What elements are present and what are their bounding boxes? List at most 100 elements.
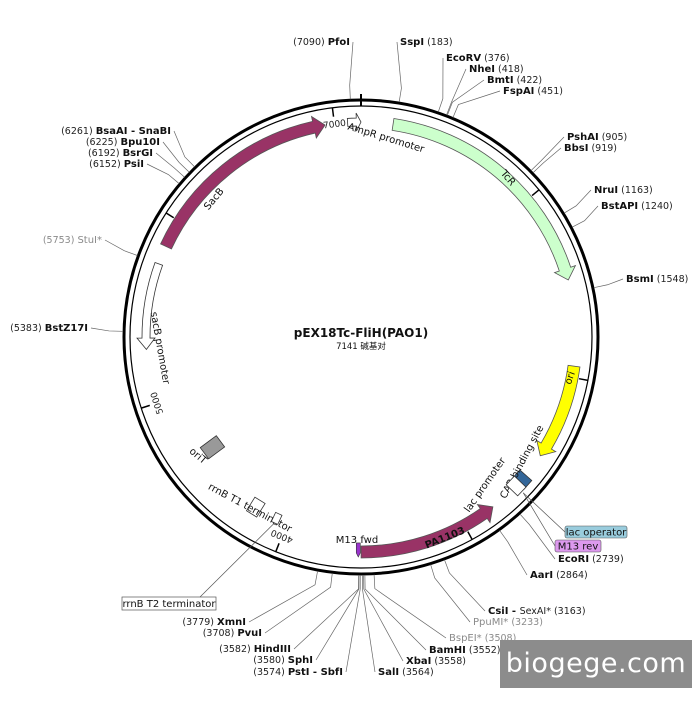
tick-5000 [140,404,151,409]
site-bamhi-label: BamHI (3552) [429,645,501,656]
site-ecori-leader [519,513,556,560]
orit-box [199,435,226,460]
tick-label-7000: 7000 [323,119,347,132]
site-bsrgi-label: (6192) BsrGI [88,148,153,159]
site-hindiii-label: (3582) HindIII [219,644,291,655]
lac-operator-feature: lac operator [523,492,628,539]
site-bpu10i: (6225) Bpu10I [86,137,190,173]
m13-rev-feature: M13 rev [522,492,602,553]
site-sali-label: SalI (3564) [378,667,434,678]
site-bsmi-label: BsmI (1548) [626,274,688,285]
m13-fwd-label: M13 fwd [336,535,378,546]
site-bmti: BmtI (422) [447,75,542,116]
site-sphi-label: (3580) SphI [253,655,313,666]
site-sali-leader [362,574,376,673]
site-pfoi-label: (7090) PfoI [293,37,350,48]
site-bsrgi-leader [155,152,185,178]
site-bspei: BspEI* (3508) [373,574,516,644]
tcr-arrow [391,118,577,281]
site-stui-label: (5753) StuI* [43,235,102,246]
sacb-arrow [160,115,326,250]
site-bstz17i-label: (5383) BstZ17I [10,323,88,334]
site-ppumi-label: PpuMI* (3233) [473,617,543,628]
site-aari-label: AarI (2864) [530,570,588,581]
site-bstapi: BstAPI (1240) [571,201,673,228]
m13-rev-leader [522,492,556,547]
site-csii-label: CsiI - SexAI* (3163) [488,606,586,617]
site-bsaai: (6261) BsaAI - SnaBI [61,126,195,168]
sacb-promoter-label: sacB promoter [148,311,172,386]
site-bbsi-label: BbsI (919) [564,143,617,154]
rrnb-t2-feature: rrnB T2 terminator [121,511,283,611]
site-pfoi-leader [349,41,354,100]
plasmid-size: 7141 碱基对 [336,341,386,352]
site-csii: CsiI - SexAI* (3163) [444,559,586,617]
site-bpu10i-leader [162,141,190,173]
site-stui-leader [104,239,138,256]
site-pshai-leader [530,136,565,171]
tick-7000 [331,107,335,117]
site-bbsi: BbsI (919) [532,143,617,173]
site-sspi-leader [396,41,402,103]
tick-6000 [165,212,175,219]
site-ecori-label: EcoRI (2739) [558,554,624,565]
m13-fwd-primer [355,542,361,558]
rrnb-t2-label: rrnB T2 terminator [122,599,216,610]
site-psti-leader [345,574,361,673]
site-psii-leader [146,163,180,184]
m13-fwd-feature: M13 fwd [336,535,378,558]
ori-feature: ori [536,364,581,457]
site-bstapi-label: BstAPI (1240) [601,201,673,212]
site-sspi-label: SspI (183) [400,37,453,48]
site-psti: (3574) PstI - SbfI [253,574,361,678]
site-sphi-leader [315,574,360,661]
site-pvui-leader [264,573,333,634]
site-pvui: (3708) PvuI [203,573,333,639]
site-nhei: NheI (418) [446,64,524,116]
rrnb-t1-box [245,496,266,518]
site-bmti-leader [447,79,485,116]
site-nrui-leader [564,189,592,214]
site-layer: (7090) PfoI SspI (183) EcoRV (376)NheI (41… [10,37,688,678]
ori-arrow [536,364,581,457]
site-fspai-label: FspAI (451) [503,86,563,97]
site-ecorv: EcoRV (376) [437,53,510,113]
lac-operator-leader [523,492,566,533]
site-bamhi-leader [364,574,427,651]
site-nhei-leader [446,68,467,116]
lac-operator-label: lac operator [566,528,627,539]
site-bsmi-leader [593,278,624,289]
site-psii-label: (6152) PsiI [89,159,144,170]
m13-rev-label: M13 rev [558,542,599,553]
site-psii: (6152) PsiI [89,159,180,184]
plasmid-name: pEX18Tc-FliH(PAO1) [294,326,428,340]
site-nhei-label: NheI (418) [469,64,524,75]
pa1103-arrow [360,503,494,559]
tick-label-5000: 5000 [150,390,167,415]
site-xbai: XbaI (3558) [363,574,466,667]
site-pshai-label: PshAI (905) [567,132,627,143]
site-hindiii: (3582) HindIII [219,574,359,655]
site-bspei-leader [373,574,447,639]
site-bpu10i-label: (6225) Bpu10I [86,137,160,148]
site-stui: (5753) StuI* [43,235,138,256]
site-sspi: SspI (183) [396,37,453,103]
site-bbsi-leader [532,147,562,173]
site-bsaai-leader [173,130,195,168]
ampr-promoter-arrow [346,112,362,132]
sacb-promoter-arrow [136,262,164,351]
site-aari-leader [499,530,528,576]
rrnb-t2-box [270,511,283,525]
site-bstz17i: (5383) BstZ17I [10,323,124,334]
site-bstz17i-leader [90,327,124,332]
site-sphi: (3580) SphI [253,574,360,666]
site-ecori: EcoRI (2739) [519,513,624,565]
site-xbai-label: XbaI (3558) [406,656,466,667]
site-nrui-label: NruI (1163) [594,185,653,196]
site-aari: AarI (2864) [499,530,588,581]
site-pvui-label: (3708) PvuI [203,628,262,639]
lac-promoter-box [505,475,527,497]
